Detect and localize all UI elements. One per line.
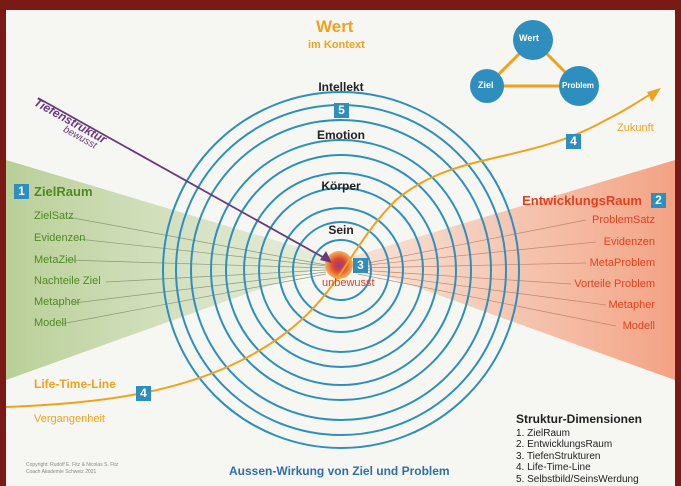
entwicklungsraum-item: Evidenzen	[603, 236, 655, 248]
rings	[162, 91, 520, 449]
zielraum-zone	[6, 160, 341, 380]
dimensions-item: 4. Life-Time-Line	[516, 462, 591, 473]
diagram-graphics	[6, 20, 675, 449]
zielraum-item: Metapher	[34, 296, 81, 308]
core-number: 3	[353, 258, 368, 273]
zielraum-item: Evidenzen	[34, 232, 86, 244]
dimensions-item: 5. Selbstbild/SeinsWerdung	[516, 473, 639, 485]
core-label: unbewusst	[322, 277, 375, 289]
lifetime-number: 4	[136, 386, 151, 401]
dimensions-list: Struktur-Dimensionen 1. ZielRaum 2. Entw…	[516, 412, 643, 485]
title-main: Wert	[316, 17, 354, 36]
ring-koerper: Körper	[321, 179, 361, 193]
triangle-ziel: Ziel	[478, 80, 494, 90]
dimensions-item: 1. ZielRaum	[516, 427, 570, 439]
entwicklungsraum-item: MetaProblem	[589, 257, 655, 269]
entwicklungsraum-number: 2	[651, 193, 666, 208]
copyright-line: Copyright: Rudolf E. Fitz & Nicolas S. F…	[26, 462, 119, 468]
zielraum-item: Nachteile Ziel	[34, 275, 101, 287]
wert-triangle	[470, 20, 599, 106]
zielraum-title: ZielRaum	[34, 184, 93, 199]
title-sub: im Kontext	[308, 39, 365, 51]
ring-sein: Sein	[328, 223, 354, 237]
entwicklungsraum-item: Vorteile Problem	[574, 278, 655, 290]
entwicklungsraum-item: ProblemSatz	[592, 214, 655, 226]
diagram-card: Wert im Kontext Wert Ziel Problem Intell…	[6, 10, 675, 486]
entwicklungsraum-zone	[341, 160, 675, 380]
entwicklungsraum-item: Modell	[622, 320, 655, 332]
future-label: Zukunft	[617, 122, 654, 134]
dimensions-item: 2. EntwicklungsRaum	[516, 439, 613, 450]
triangle-wert: Wert	[519, 33, 539, 43]
zielraum-item: Modell	[34, 317, 67, 329]
dimensions-item: 3. TiefenStrukturen	[516, 450, 601, 462]
entwicklungsraum-title: EntwicklungsRaum	[522, 193, 642, 208]
ring-intellekt: Intellekt	[318, 80, 364, 94]
ring-emotion: Emotion	[317, 128, 365, 142]
zielraum-item: MetaZiel	[34, 254, 77, 266]
intellekt-number: 5	[334, 103, 349, 118]
life-time-line	[6, 91, 655, 408]
zielraum-number: 1	[14, 184, 29, 199]
tiefenstruktur-arrow	[37, 97, 329, 261]
triangle-problem: Problem	[562, 81, 595, 90]
core-sphere	[325, 251, 353, 279]
past-label: Vergangenheit	[34, 413, 105, 425]
bottom-title: Aussen-Wirkung von Ziel und Problem	[229, 464, 450, 478]
lifetime-label: Life-Time-Line	[34, 377, 116, 391]
dimensions-title: Struktur-Dimensionen	[516, 412, 643, 426]
zielraum-lines	[60, 216, 327, 325]
zielraum-item: ZielSatz	[34, 210, 74, 222]
copyright-line: Coach Akademie Schweiz 2021	[26, 469, 97, 475]
future-number: 4	[566, 134, 581, 149]
entwicklungsraum-item: Metapher	[608, 299, 655, 311]
